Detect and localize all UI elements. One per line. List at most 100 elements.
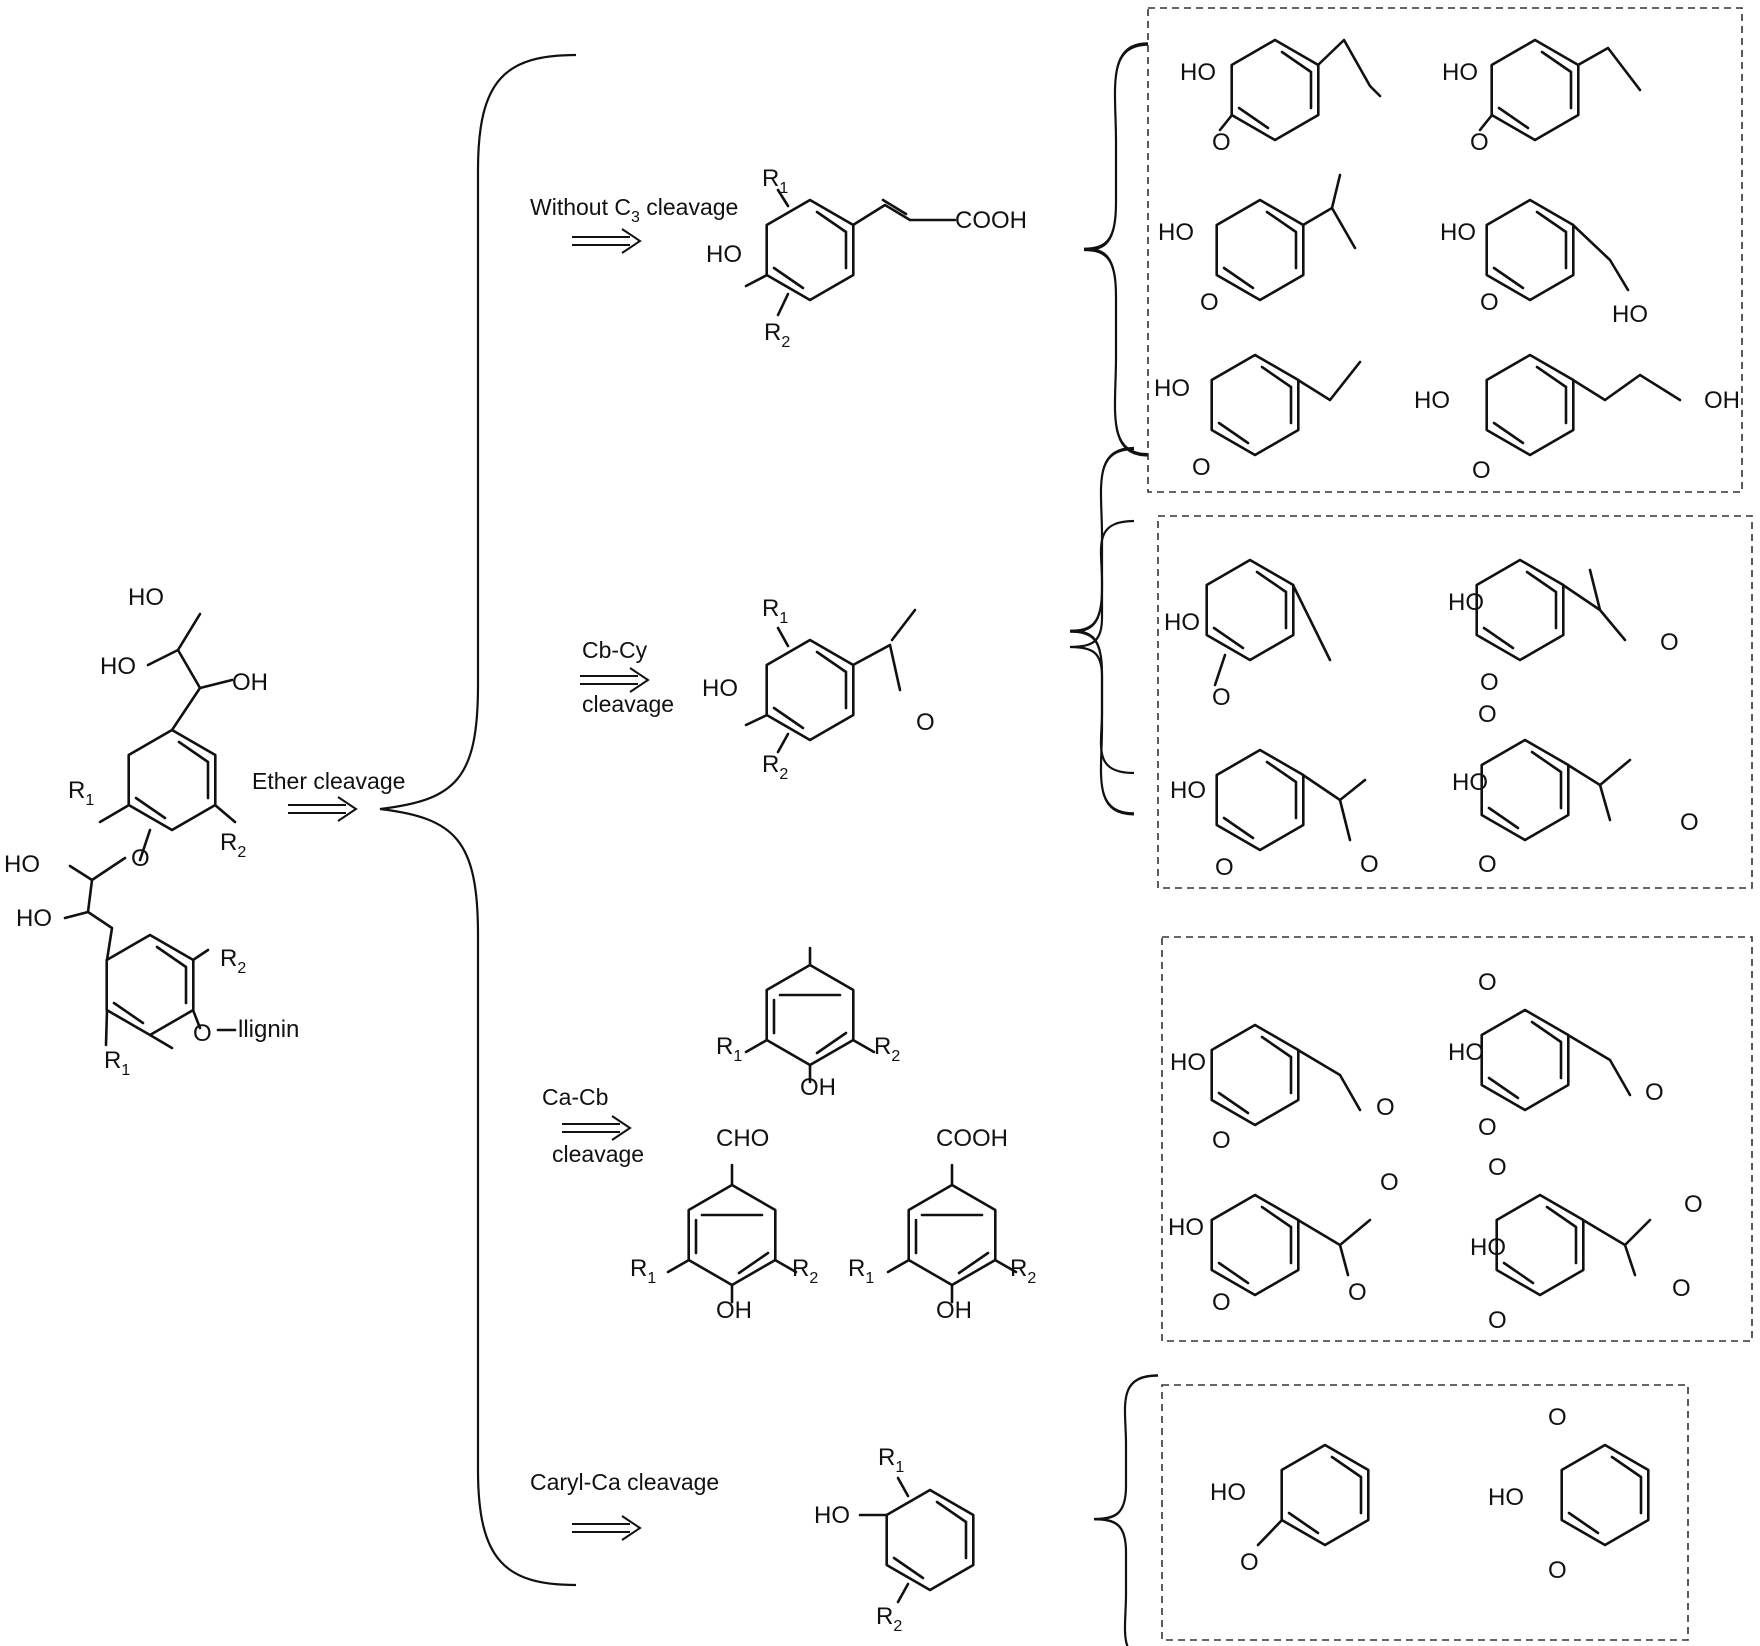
step-label-ca-cb-2: cleavage xyxy=(552,1141,644,1167)
branch-caryl-ca: Caryl-Ca cleavage R1 HO R2 xyxy=(530,1444,975,1635)
atom-label: HO xyxy=(16,905,52,932)
reaction-arrow xyxy=(571,1515,641,1541)
atom-label: R1 xyxy=(762,165,788,197)
atom-label: O xyxy=(916,709,935,736)
atom-label: R2 xyxy=(762,751,788,783)
atom-label: O xyxy=(1548,1404,1567,1431)
step-label-ether-cleavage: Ether cleavage xyxy=(252,768,405,794)
atom-label: O xyxy=(1376,1094,1395,1121)
atom-label: O xyxy=(1548,1557,1567,1584)
atom-label: O xyxy=(1212,684,1231,711)
atom-label: HO xyxy=(1164,609,1200,636)
atom-label: O xyxy=(1488,1154,1507,1181)
products-caryl-ca: HO O HO O O xyxy=(1210,1404,1650,1584)
atom-label: HO xyxy=(1612,301,1648,328)
atom-label: O xyxy=(1478,701,1497,728)
atom-label: R1 xyxy=(104,1047,130,1079)
atom-label: CHO xyxy=(716,1125,769,1152)
atom-label: O xyxy=(1348,1279,1367,1306)
brace xyxy=(1082,42,1150,457)
atom-label: O xyxy=(1480,669,1499,696)
atom-label: HO xyxy=(128,584,164,611)
branch-without-c3: Without C3 cleavage R1 HO R2 COOH xyxy=(530,165,1027,351)
atom-label: OH xyxy=(800,1074,836,1101)
atom-label: O xyxy=(1240,1549,1259,1576)
atom-label: O xyxy=(1472,457,1491,484)
atom-label: R2 xyxy=(220,945,246,977)
step-label-cb-cy-2: cleavage xyxy=(582,691,674,717)
atom-label: R1 xyxy=(878,1444,904,1476)
atom-label: OH xyxy=(716,1297,752,1324)
atom-label: R1 xyxy=(630,1255,656,1287)
atom-label: O xyxy=(1680,809,1699,836)
atom-label: HO xyxy=(1170,777,1206,804)
atom-label: HO xyxy=(1448,1039,1484,1066)
lignin-dimer-structure: HO HO OH R1 R2 O HO HO R2 O R1 llignin xyxy=(4,584,299,1079)
atom-label: HO xyxy=(702,675,738,702)
reaction-arrow xyxy=(571,228,641,254)
atom-label: R1 xyxy=(848,1255,874,1287)
atom-label: O xyxy=(1478,969,1497,996)
atom-label: R1 xyxy=(716,1033,742,1065)
atom-label: O xyxy=(1684,1191,1703,1218)
products-ca-cb: HO O O HO O O O HO O O O HO O O O O xyxy=(1168,969,1703,1334)
atom-label: HO xyxy=(814,1502,850,1529)
products-cb-cy: HO O HO O O HO O O HO O O O xyxy=(1164,558,1699,881)
atom-label: HO xyxy=(1168,1214,1204,1241)
atom-label: HO xyxy=(1452,769,1488,796)
atom-label: O xyxy=(1488,1307,1507,1334)
atom-label: HO xyxy=(1158,219,1194,246)
atom-label: O xyxy=(1200,289,1219,316)
atom-label: HO xyxy=(706,241,742,268)
atom-label: O xyxy=(1480,289,1499,316)
atom-label: O xyxy=(1212,1289,1231,1316)
atom-label: O xyxy=(1212,129,1231,156)
atom-label: R2 xyxy=(874,1033,900,1065)
step-label-caryl-ca: Caryl-Ca cleavage xyxy=(530,1469,719,1495)
atom-label: COOH xyxy=(955,207,1027,234)
atom-label: R1 xyxy=(762,595,788,627)
atom-label: HO xyxy=(1180,59,1216,86)
step-label-cb-cy: Cb-Cy xyxy=(582,637,648,663)
product-box-4 xyxy=(1161,1384,1689,1641)
product-box-3 xyxy=(1161,936,1753,1342)
atom-label: O xyxy=(1660,629,1679,656)
atom-label: HO xyxy=(1488,1484,1524,1511)
atom-label: O xyxy=(1478,851,1497,878)
step-label-without-c3: Without C3 cleavage xyxy=(530,194,738,226)
reaction-arrow xyxy=(579,667,649,693)
atom-label: R1 xyxy=(68,777,94,809)
atom-label: O xyxy=(1212,1127,1231,1154)
atom-label: HO xyxy=(1470,1234,1506,1261)
atom-label: O xyxy=(1470,129,1489,156)
atom-label: HO xyxy=(100,653,136,680)
atom-label: R2 xyxy=(220,829,246,861)
atom-label: O xyxy=(193,1020,212,1047)
atom-label: O xyxy=(1192,454,1211,481)
atom-label: OH xyxy=(936,1297,972,1324)
atom-label: R2 xyxy=(764,319,790,351)
brace xyxy=(1092,1374,1160,1646)
main-brace xyxy=(379,53,577,1587)
atom-label: HO xyxy=(1448,589,1484,616)
product-box-1 xyxy=(1147,7,1743,493)
atom-label: HO xyxy=(1170,1049,1206,1076)
atom-label: R2 xyxy=(876,1603,902,1635)
atom-label: O xyxy=(1380,1169,1399,1196)
atom-label: R2 xyxy=(792,1255,818,1287)
branch-ca-cb: Ca-Cb cleavage R1 R2 OH CHO R1 R2 OH COO… xyxy=(542,946,1036,1324)
atom-label: O xyxy=(1215,854,1234,881)
atom-label: llignin xyxy=(238,1016,299,1043)
brace xyxy=(1068,446,1136,816)
atom-label: HO xyxy=(1440,219,1476,246)
step-label-ca-cb: Ca-Cb xyxy=(542,1084,608,1110)
product-box-2 xyxy=(1157,515,1753,889)
atom-label: OH xyxy=(232,669,268,696)
reaction-arrow xyxy=(287,796,357,822)
branch-cb-cy: Cb-Cy cleavage R1 HO R2 O xyxy=(579,595,935,783)
atom-label: O xyxy=(131,845,150,872)
atom-label: HO xyxy=(1414,387,1450,414)
atom-label: HO xyxy=(4,851,40,878)
atom-label: R2 xyxy=(1010,1255,1036,1287)
